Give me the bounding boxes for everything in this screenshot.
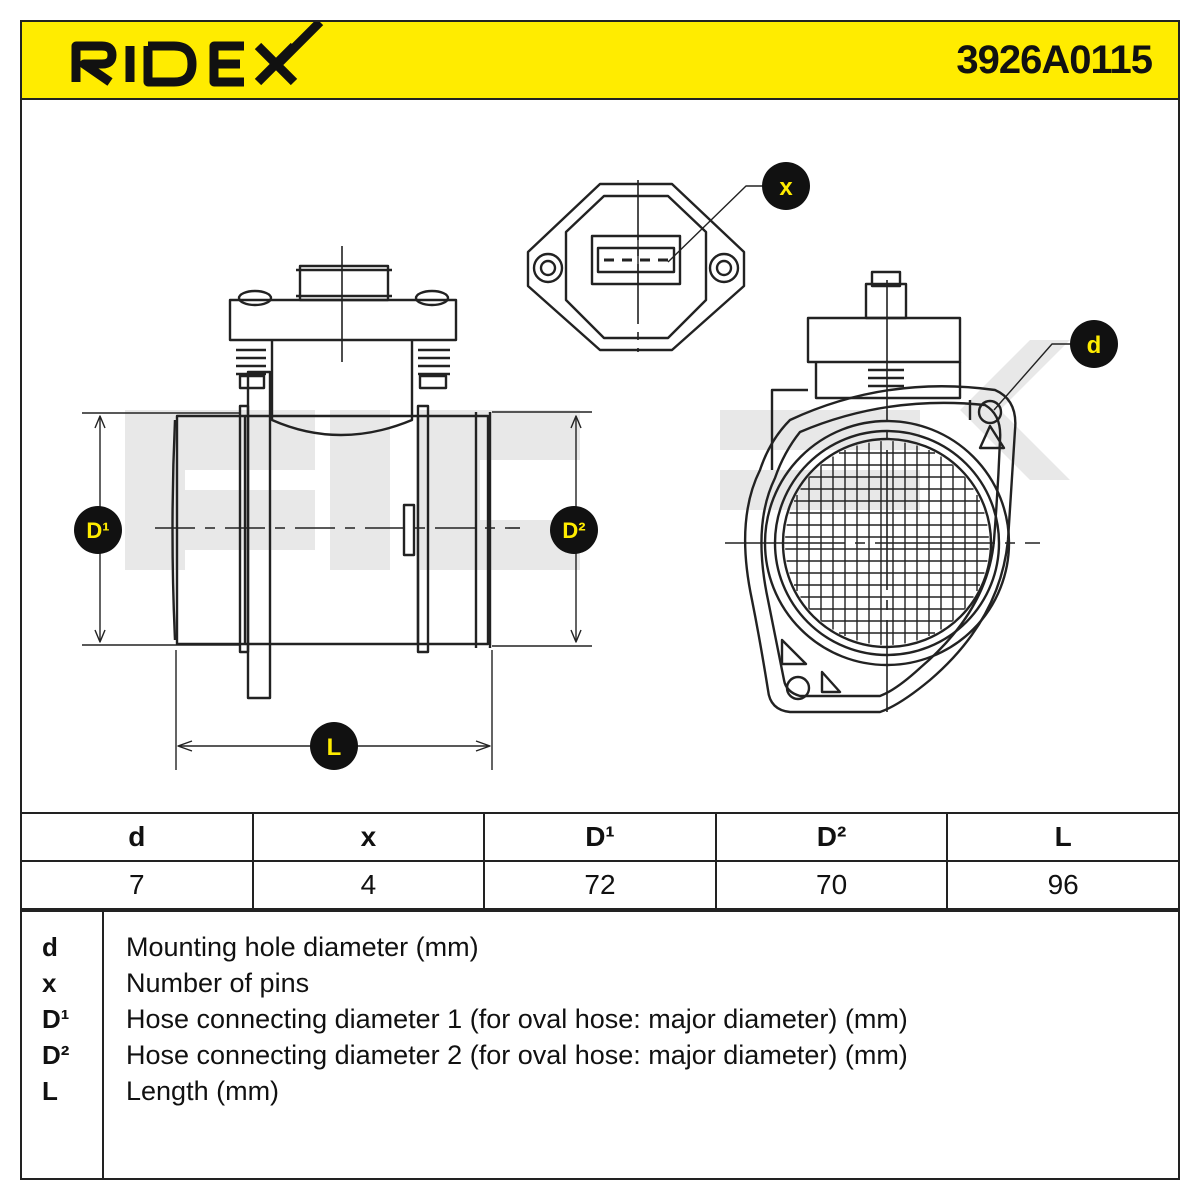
svg-text:D¹: D¹ (86, 518, 109, 543)
legend-symbol: L (42, 1076, 58, 1106)
legend-description: Length (mm) (126, 1076, 280, 1106)
callout-x: x (762, 162, 810, 210)
legend-symbol: d (42, 932, 58, 962)
sensor-grid (785, 441, 989, 645)
table-value-D2: 70 (714, 860, 949, 910)
callout-D2: D² (550, 506, 598, 554)
connector-view (526, 182, 746, 352)
svg-text:d: d (1087, 332, 1102, 359)
legend-item: d Mounting hole diameter (mm) (22, 932, 1178, 968)
legend-description: Hose connecting diameter 1 (for oval hos… (126, 1004, 908, 1034)
table-value-L: 96 (946, 860, 1180, 910)
legend-item: D¹ Hose connecting diameter 1 (for oval … (22, 1004, 1178, 1040)
legend-symbol: D¹ (42, 1004, 70, 1034)
table-header-D2: D² (714, 812, 949, 862)
part-number: 3926A0115 (956, 38, 1153, 82)
callout-d: d (1070, 320, 1118, 368)
ridex-logo (71, 22, 324, 87)
callout-D1: D¹ (74, 506, 122, 554)
svg-text:x: x (779, 174, 793, 201)
legend-symbol: D² (42, 1040, 70, 1070)
ridex-watermark (125, 340, 1070, 570)
legend-item: x Number of pins (22, 968, 1178, 1004)
legend-item: D² Hose connecting diameter 2 (for oval … (22, 1040, 1178, 1076)
header-bar: 3926A0115 (20, 20, 1180, 100)
legend-item: L Length (mm) (22, 1076, 1178, 1112)
table-value-d: 7 (20, 860, 254, 910)
legend-description: Number of pins (126, 968, 310, 998)
sensor-side-view (171, 264, 492, 700)
spec-table-header-row: d x D¹ D² L (20, 812, 1180, 862)
technical-drawing: x d D¹ D² L (74, 162, 1118, 770)
table-header-L: L (946, 812, 1180, 862)
spec-table: d x D¹ D² L 7 4 72 70 96 (20, 812, 1180, 910)
spec-table-value-row: 7 4 72 70 96 (20, 860, 1180, 910)
legend: d Mounting hole diameter (mm) x Number o… (20, 910, 1180, 1180)
table-value-D1: 72 (483, 860, 717, 910)
svg-text:L: L (327, 734, 342, 761)
legend-divider (102, 912, 104, 1178)
svg-text:D²: D² (562, 518, 585, 543)
table-header-D1: D¹ (483, 812, 717, 862)
legend-description: Hose connecting diameter 2 (for oval hos… (126, 1040, 908, 1070)
table-value-x: 4 (251, 860, 486, 910)
table-header-x: x (251, 812, 486, 862)
sensor-front-view (743, 270, 1017, 714)
table-header-d: d (20, 812, 254, 862)
legend-symbol: x (42, 968, 57, 998)
callout-L: L (310, 722, 358, 770)
legend-description: Mounting hole diameter (mm) (126, 932, 479, 962)
